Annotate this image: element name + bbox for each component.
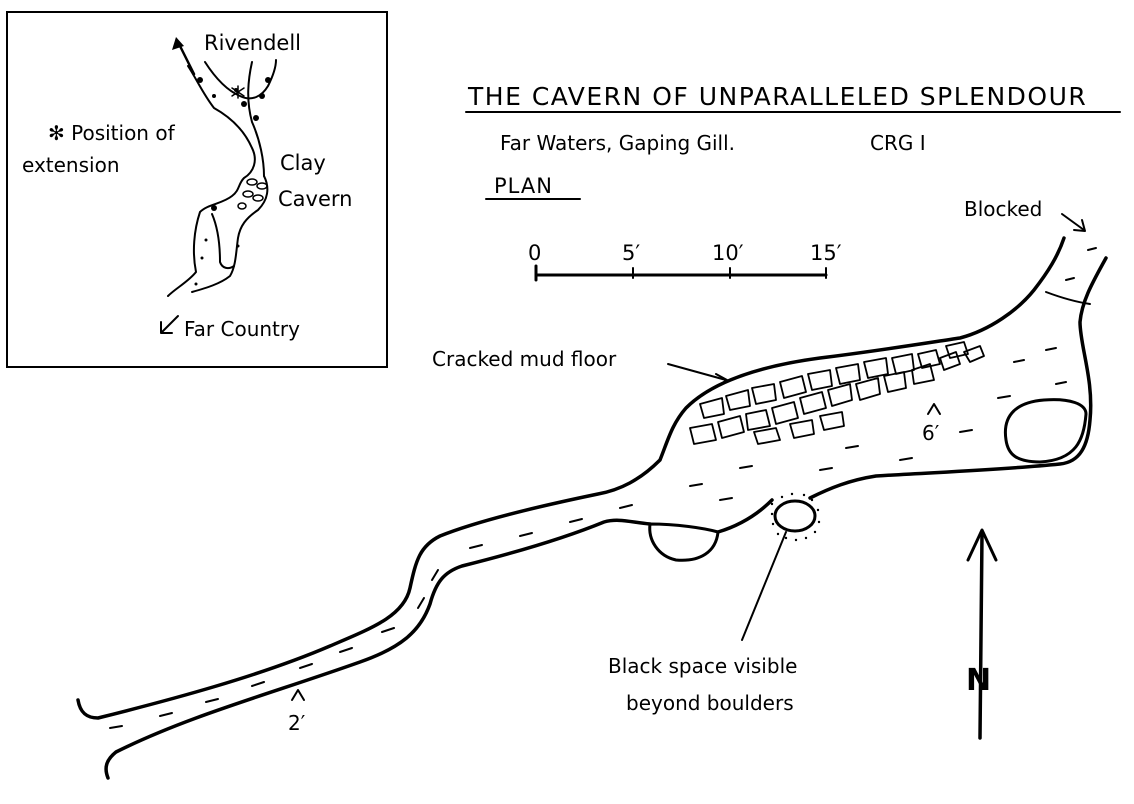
title-block: THE CAVERN OF UNPARALLELED SPLENDOUR Far… (465, 82, 1121, 200)
arrow-icon-cracked-mud (667, 363, 728, 387)
inset-label-far-country: Far Country (184, 317, 300, 341)
map-grade: CRG I (870, 131, 926, 155)
height-marker-6: 6′ (922, 403, 941, 445)
scale-bar: 0 5′ 10′ 15′ (528, 241, 842, 282)
arrow-icon-rivendell (172, 37, 196, 76)
scale-tick-label: 15′ (810, 241, 842, 265)
view-label: PLAN (494, 174, 553, 198)
north-arrow-icon: N (966, 528, 998, 740)
black-space-boulder (773, 499, 817, 533)
height-label-6: 6′ (922, 421, 940, 445)
label-blocked: Blocked (964, 197, 1042, 221)
map-title: THE CAVERN OF UNPARALLELED SPLENDOUR (467, 82, 1087, 111)
scale-tick-label: 5′ (622, 241, 640, 265)
cave-passage-outline (76, 236, 1108, 780)
inset-legend-line1: ✻ Position of (48, 121, 176, 145)
black-space-stipple (770, 492, 821, 542)
inset-boulders (237, 178, 268, 210)
inset-legend-line2: extension (22, 153, 120, 177)
cracked-mud-floor (689, 341, 985, 445)
inset-label-cavern: Cavern (278, 187, 352, 211)
alcove-boulder (648, 522, 720, 562)
scale-tick-label: 10′ (712, 241, 744, 265)
water-flow-dashes (109, 247, 1097, 729)
inset-dots (194, 77, 271, 286)
inset-label-clay: Clay (280, 151, 326, 175)
arrow-icon-blocked (1061, 213, 1086, 232)
inset-passage (167, 59, 277, 297)
inset-map: Rivendell ✻ Position of extension Clay C… (6, 11, 388, 368)
extension-marker-icon (231, 85, 245, 99)
east-boulder (1003, 398, 1088, 464)
inset-frame (6, 11, 388, 368)
label-black-space-line2: beyond boulders (626, 691, 794, 715)
pointer-black-space (741, 531, 787, 641)
height-marker-2: 2′ (288, 689, 306, 735)
height-label-2: 2′ (288, 711, 306, 735)
inset-label-rivendell: Rivendell (204, 31, 301, 55)
map-subtitle: Far Waters, Gaping Gill. (500, 131, 735, 155)
label-cracked-mud-floor: Cracked mud floor (432, 347, 617, 371)
arrow-icon-far-country (160, 315, 179, 334)
boulders (648, 398, 1088, 562)
scale-tick-label: 0 (528, 241, 541, 265)
label-black-space-line1: Black space visible (608, 654, 797, 678)
north-label: N (966, 663, 991, 698)
